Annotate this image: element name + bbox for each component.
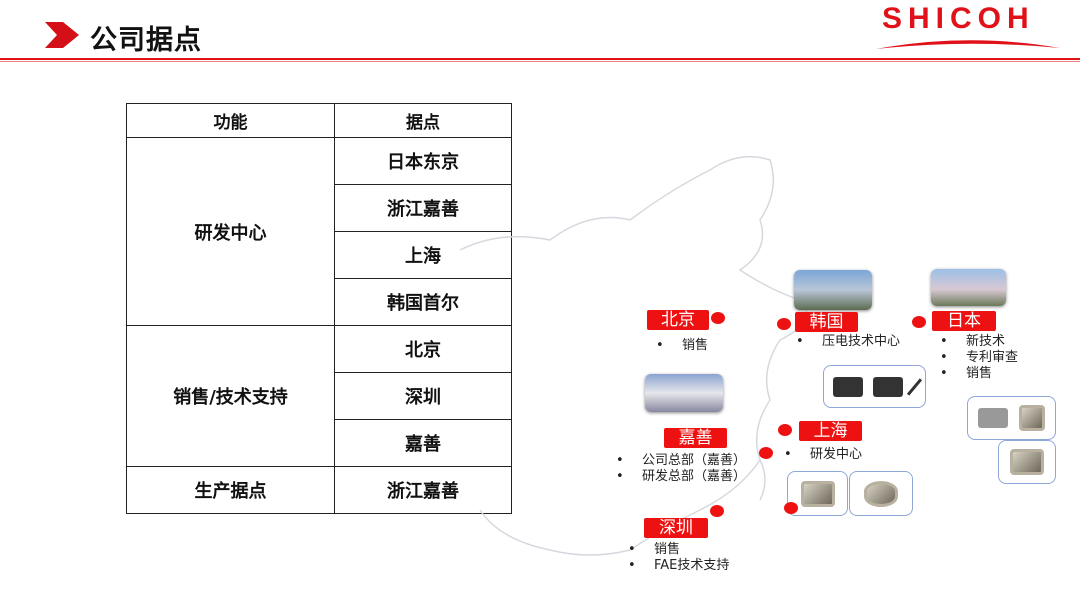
shicoh-logo: SHICOH [872, 2, 1064, 52]
table-row: 韩国首尔 [127, 278, 512, 326]
tag-beijing: 北京 [647, 310, 709, 330]
location-cell: 深圳 [334, 372, 512, 420]
list-item: 销售 [654, 542, 681, 557]
location-cell: 嘉善 [334, 419, 512, 467]
location-cell: 浙江嘉善 [334, 184, 512, 232]
bullet: • [940, 350, 948, 365]
marker-shenzhen [710, 505, 724, 517]
tag-korea: 韩国 [795, 312, 858, 332]
beijing-list: • 销售 [656, 338, 708, 354]
list-item: 销售 [966, 366, 993, 381]
japan-products-image [967, 396, 1056, 440]
list-item: 公司总部（嘉善） [642, 453, 747, 468]
korea-products-image [823, 365, 926, 408]
jiashan-office-photo [645, 374, 723, 412]
list-item: 研发中心 [810, 447, 863, 462]
shanghai-product-image-2 [849, 471, 913, 516]
japan-module-image [998, 440, 1056, 484]
list-item: 专利审查 [966, 350, 1019, 365]
table-row: 销售/技术支持北京 [126, 325, 512, 467]
locations-table: 功能据点 研发中心日本东京 浙江嘉善 上海 韩国首尔 销售/技术支持北京 深圳 … [126, 103, 512, 514]
shanghai-list: • 研发中心 [784, 447, 862, 463]
tag-jiashan: 嘉善 [664, 428, 727, 448]
bullet: • [940, 334, 948, 349]
function-cell: 销售/技术支持 [126, 325, 335, 467]
location-cell: 上海 [334, 231, 512, 279]
japan-list: • 新技术 • 专利审查 • 销售 [940, 334, 1018, 382]
marker-beijing [711, 312, 725, 324]
list-item: 新技术 [966, 334, 1006, 349]
table-row: 深圳 [127, 372, 512, 420]
page-title: 公司据点 [90, 25, 202, 56]
japan-office-photo [931, 269, 1006, 306]
shenzhen-list: • 销售 • FAE技术支持 [628, 542, 729, 574]
header-function: 功能 [126, 103, 335, 138]
function-cell: 生产据点 [126, 466, 335, 514]
table-row: 嘉善 [127, 419, 512, 467]
tag-japan: 日本 [932, 311, 996, 331]
tag-shanghai: 上海 [799, 421, 862, 441]
bullet: • [796, 334, 804, 349]
tag-shenzhen: 深圳 [644, 518, 708, 538]
korea-office-photo [794, 270, 872, 310]
bullet: • [940, 366, 948, 381]
bullet: • [784, 447, 792, 462]
jiashan-list: • 公司总部（嘉善） • 研发总部（嘉善） [616, 453, 746, 485]
chevron-icon [45, 22, 79, 48]
table-header-row: 功能据点 [126, 103, 512, 138]
header-rule [0, 58, 1080, 60]
bullet: • [616, 469, 624, 484]
marker-korea [777, 318, 791, 330]
function-cell: 研发中心 [126, 137, 335, 326]
logo-swoosh [876, 40, 1060, 49]
marker-shanghai [778, 424, 792, 436]
list-item: 研发总部（嘉善） [642, 469, 747, 484]
bullet: • [628, 558, 636, 573]
list-item: FAE技术支持 [654, 558, 730, 573]
marker-jiashan [759, 447, 773, 459]
header-rule-light [0, 61, 1080, 62]
marker-japan [912, 316, 926, 328]
bullet: • [628, 542, 636, 557]
table-row: 生产据点浙江嘉善 [126, 466, 512, 514]
location-cell: 韩国首尔 [334, 278, 512, 326]
korea-list: • 压电技术中心 [796, 334, 900, 350]
location-cell: 北京 [334, 325, 512, 373]
list-item: 销售 [682, 338, 709, 353]
bullet: • [616, 453, 624, 468]
header-location: 据点 [334, 103, 512, 138]
location-cell: 浙江嘉善 [334, 466, 512, 514]
marker-coast [784, 502, 798, 514]
list-item: 压电技术中心 [822, 334, 901, 349]
location-cell: 日本东京 [334, 137, 512, 185]
bullet: • [656, 338, 664, 353]
table-row: 浙江嘉善 [127, 184, 512, 232]
table-row: 上海 [127, 231, 512, 279]
